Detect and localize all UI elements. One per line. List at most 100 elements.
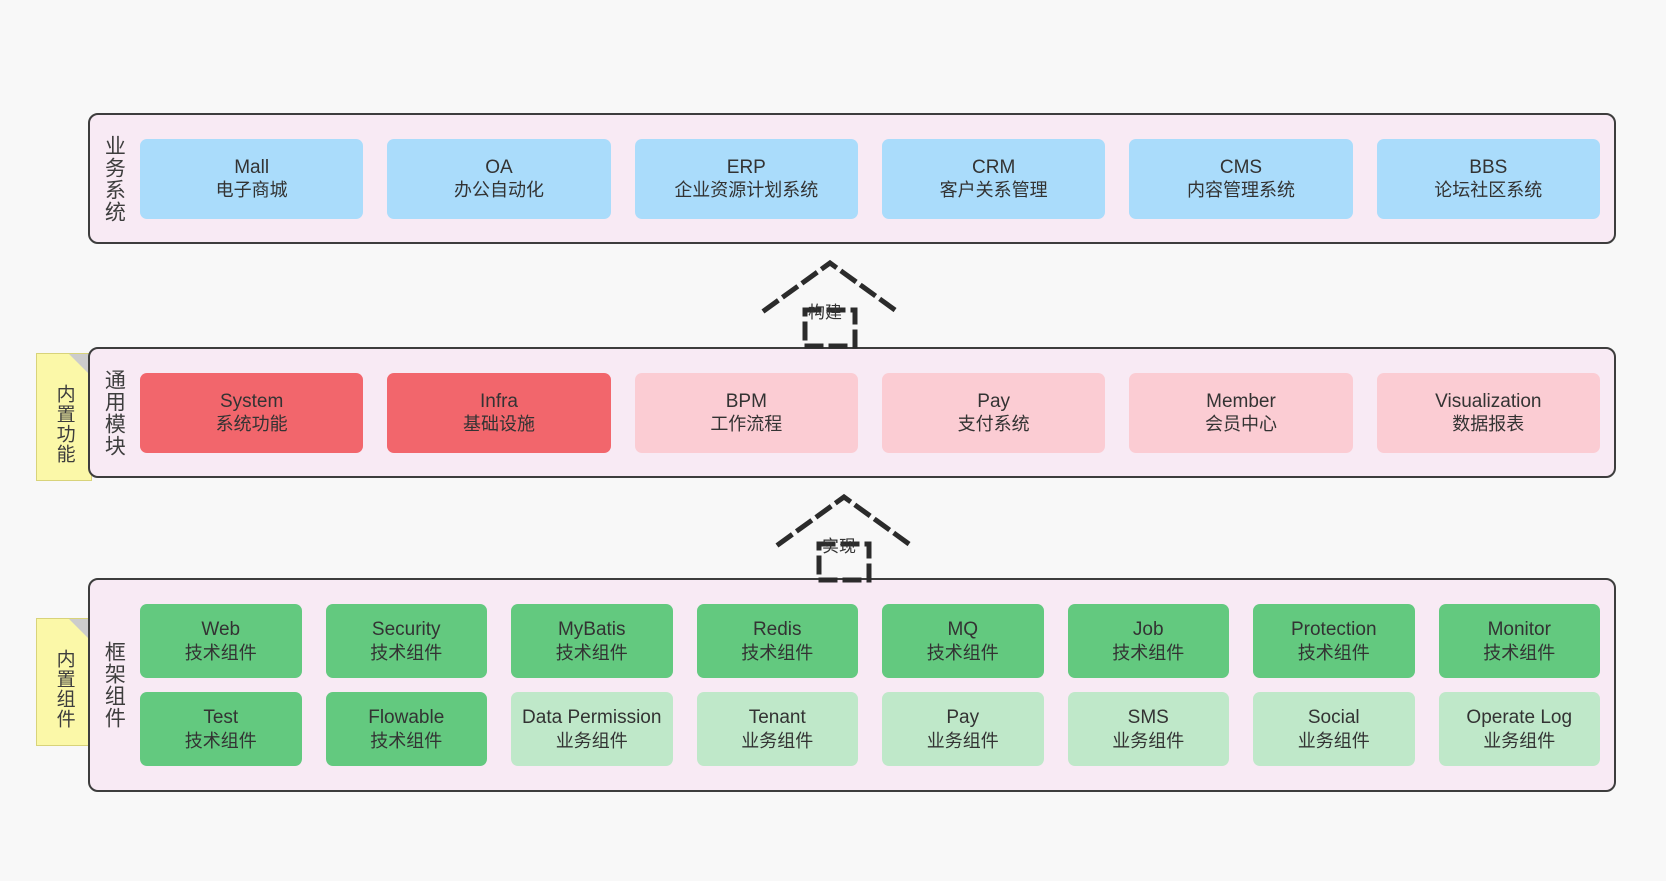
card-title: Test xyxy=(203,707,239,729)
card-title: System xyxy=(219,390,284,412)
card-subtitle: 技术组件 xyxy=(555,642,628,663)
card-title: Infra xyxy=(479,390,518,412)
card-title: Web xyxy=(201,619,241,641)
card-title: OA xyxy=(485,156,513,178)
card-subtitle: 技术组件 xyxy=(370,730,443,751)
card-mall[interactable]: Mall 电子商城 xyxy=(140,138,364,219)
layer-title-framework-component: 框架组件 xyxy=(102,641,126,729)
build-arrow-icon xyxy=(761,259,899,349)
card-operate-log[interactable]: Operate Log 业务组件 xyxy=(1438,692,1600,766)
layer-title-common-module: 通用模块 xyxy=(102,368,126,457)
card-subtitle: 业务组件 xyxy=(926,730,999,751)
card-title: CMS xyxy=(1219,156,1263,178)
card-subtitle: 业务组件 xyxy=(1112,730,1185,751)
card-title: Pay xyxy=(946,707,980,729)
note-builtin-component: 内置组件 xyxy=(36,618,92,746)
card-security[interactable]: Security 技术组件 xyxy=(325,604,487,678)
card-redis[interactable]: Redis 技术组件 xyxy=(696,604,858,678)
layer-title-business-system: 业务系统 xyxy=(102,134,126,223)
card-bpm[interactable]: BPM 工作流程 xyxy=(634,372,858,453)
card-flowable[interactable]: Flowable 技术组件 xyxy=(325,692,487,766)
card-bbs[interactable]: BBS 论坛社区系统 xyxy=(1376,138,1600,219)
card-title: BBS xyxy=(1469,156,1508,178)
card-row: Test 技术组件 Flowable 技术组件 Data Permission … xyxy=(140,692,1600,766)
note-fold-icon xyxy=(69,354,91,376)
card-subtitle: 业务组件 xyxy=(1483,730,1556,751)
card-subtitle: 业务组件 xyxy=(1297,730,1370,751)
card-subtitle: 工作流程 xyxy=(710,414,783,435)
card-subtitle: 基础设施 xyxy=(462,414,535,435)
card-social[interactable]: Social 业务组件 xyxy=(1253,692,1415,766)
card-title: Flowable xyxy=(368,707,445,729)
layer-business-system: 业务系统 Mall 电子商城 OA 办公自动化 ERP 企业资源计划系统 CRM… xyxy=(88,113,1616,244)
card-subtitle: 技术组件 xyxy=(1112,642,1185,663)
card-title: Pay xyxy=(977,390,1011,412)
note-label: 内置功能 xyxy=(53,384,75,464)
card-subtitle: 电子商城 xyxy=(215,180,288,201)
card-subtitle: 办公自动化 xyxy=(453,180,544,201)
connector-build: 构建 xyxy=(760,258,900,349)
card-data-permission[interactable]: Data Permission 业务组件 xyxy=(511,692,673,766)
note-fold-icon xyxy=(69,619,91,641)
card-title: ERP xyxy=(726,156,766,178)
card-subtitle: 数据报表 xyxy=(1452,414,1525,435)
card-erp[interactable]: ERP 企业资源计划系统 xyxy=(634,138,858,219)
card-row: Mall 电子商城 OA 办公自动化 ERP 企业资源计划系统 CRM 客户关系… xyxy=(140,138,1600,219)
card-job[interactable]: Job 技术组件 xyxy=(1067,604,1229,678)
card-mq[interactable]: MQ 技术组件 xyxy=(882,604,1044,678)
card-title: Job xyxy=(1132,619,1164,641)
card-infra[interactable]: Infra 基础设施 xyxy=(387,372,611,453)
card-cms[interactable]: CMS 内容管理系统 xyxy=(1129,138,1353,219)
card-subtitle: 企业资源计划系统 xyxy=(674,180,819,201)
card-test[interactable]: Test 技术组件 xyxy=(140,692,302,766)
card-subtitle: 内容管理系统 xyxy=(1186,180,1295,201)
card-member[interactable]: Member 会员中心 xyxy=(1129,372,1353,453)
card-title: Data Permission xyxy=(522,707,662,729)
card-title: Tenant xyxy=(748,707,806,729)
card-title: SMS xyxy=(1127,707,1169,729)
card-pay-component[interactable]: Pay 业务组件 xyxy=(882,692,1044,766)
card-subtitle: 业务组件 xyxy=(555,730,628,751)
card-subtitle: 业务组件 xyxy=(741,730,814,751)
implement-arrow-icon xyxy=(775,493,913,583)
card-subtitle: 技术组件 xyxy=(184,730,257,751)
card-crm[interactable]: CRM 客户关系管理 xyxy=(881,138,1106,219)
card-subtitle: 客户关系管理 xyxy=(939,180,1048,201)
card-subtitle: 论坛社区系统 xyxy=(1434,180,1543,201)
card-pay[interactable]: Pay 支付系统 xyxy=(881,372,1106,453)
card-title: Member xyxy=(1206,390,1276,412)
card-oa[interactable]: OA 办公自动化 xyxy=(387,138,611,219)
layer-body-common-module: System 系统功能 Infra 基础设施 BPM 工作流程 Pay 支付系统… xyxy=(136,349,1614,476)
card-title: Monitor xyxy=(1487,619,1551,641)
card-subtitle: 系统功能 xyxy=(215,414,288,435)
card-system[interactable]: System 系统功能 xyxy=(140,372,364,453)
note-builtin-function: 内置功能 xyxy=(36,353,92,481)
card-tenant[interactable]: Tenant 业务组件 xyxy=(696,692,858,766)
card-visualization[interactable]: Visualization 数据报表 xyxy=(1376,372,1600,453)
card-monitor[interactable]: Monitor 技术组件 xyxy=(1438,604,1600,678)
card-title: Redis xyxy=(752,619,802,641)
card-row: System 系统功能 Infra 基础设施 BPM 工作流程 Pay 支付系统… xyxy=(140,372,1600,453)
card-protection[interactable]: Protection 技术组件 xyxy=(1253,604,1415,678)
card-web[interactable]: Web 技术组件 xyxy=(140,604,302,678)
card-title: Operate Log xyxy=(1466,707,1573,729)
card-mybatis[interactable]: MyBatis 技术组件 xyxy=(511,604,673,678)
card-subtitle: 技术组件 xyxy=(741,642,814,663)
layer-framework-component: 框架组件 Web 技术组件 Security 技术组件 MyBatis 技术组件… xyxy=(88,578,1616,792)
connector-label: 实现 xyxy=(822,537,856,556)
card-subtitle: 技术组件 xyxy=(370,642,443,663)
card-subtitle: 技术组件 xyxy=(1483,642,1556,663)
card-title: Security xyxy=(371,619,441,641)
card-subtitle: 会员中心 xyxy=(1204,414,1277,435)
layer-body-framework-component: Web 技术组件 Security 技术组件 MyBatis 技术组件 Redi… xyxy=(136,580,1614,790)
card-subtitle: 支付系统 xyxy=(957,414,1030,435)
card-title: Social xyxy=(1307,707,1360,729)
card-subtitle: 技术组件 xyxy=(1297,642,1370,663)
card-sms[interactable]: SMS 业务组件 xyxy=(1067,692,1229,766)
card-title: MyBatis xyxy=(557,619,626,641)
card-title: Visualization xyxy=(1435,390,1542,412)
connector-label: 构建 xyxy=(808,303,842,322)
card-row: Web 技术组件 Security 技术组件 MyBatis 技术组件 Redi… xyxy=(140,604,1600,678)
card-title: MQ xyxy=(947,619,979,641)
card-subtitle: 技术组件 xyxy=(184,642,257,663)
